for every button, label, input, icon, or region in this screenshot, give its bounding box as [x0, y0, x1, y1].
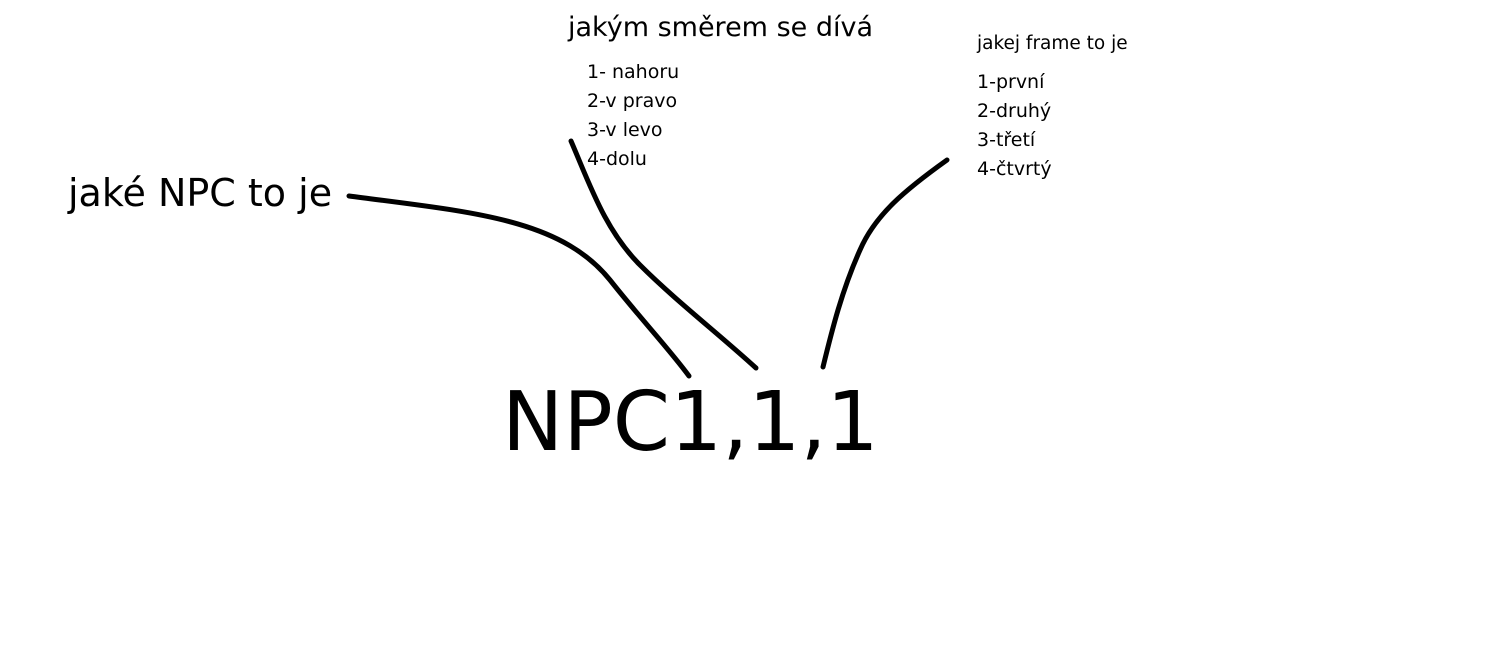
frame-option: 3-třetí	[977, 129, 1036, 151]
direction-option: 4-dolu	[587, 148, 647, 170]
connector-direction-line	[568, 138, 759, 371]
npc-label: jaké NPC to je	[68, 171, 333, 215]
connector-frame-line	[820, 157, 950, 370]
direction-option: 3-v levo	[587, 119, 663, 141]
frame-option: 4-čtvrtý	[977, 158, 1052, 180]
direction-options: 1- nahoru 2-v pravo 3-v levo 4-dolu	[587, 58, 679, 174]
npc-code-text: NPC1,1,1	[502, 375, 879, 470]
frame-option: 1-první	[977, 71, 1045, 93]
direction-option: 2-v pravo	[587, 90, 678, 112]
direction-option: 1- nahoru	[587, 61, 680, 83]
direction-title: jakým směrem se dívá	[568, 12, 873, 43]
connector-npc-line	[346, 193, 692, 379]
frame-options: 1-první 2-druhý 3-třetí 4-čtvrtý	[977, 68, 1052, 184]
frame-option: 2-druhý	[977, 100, 1052, 122]
frame-title: jakej frame to je	[977, 33, 1128, 54]
